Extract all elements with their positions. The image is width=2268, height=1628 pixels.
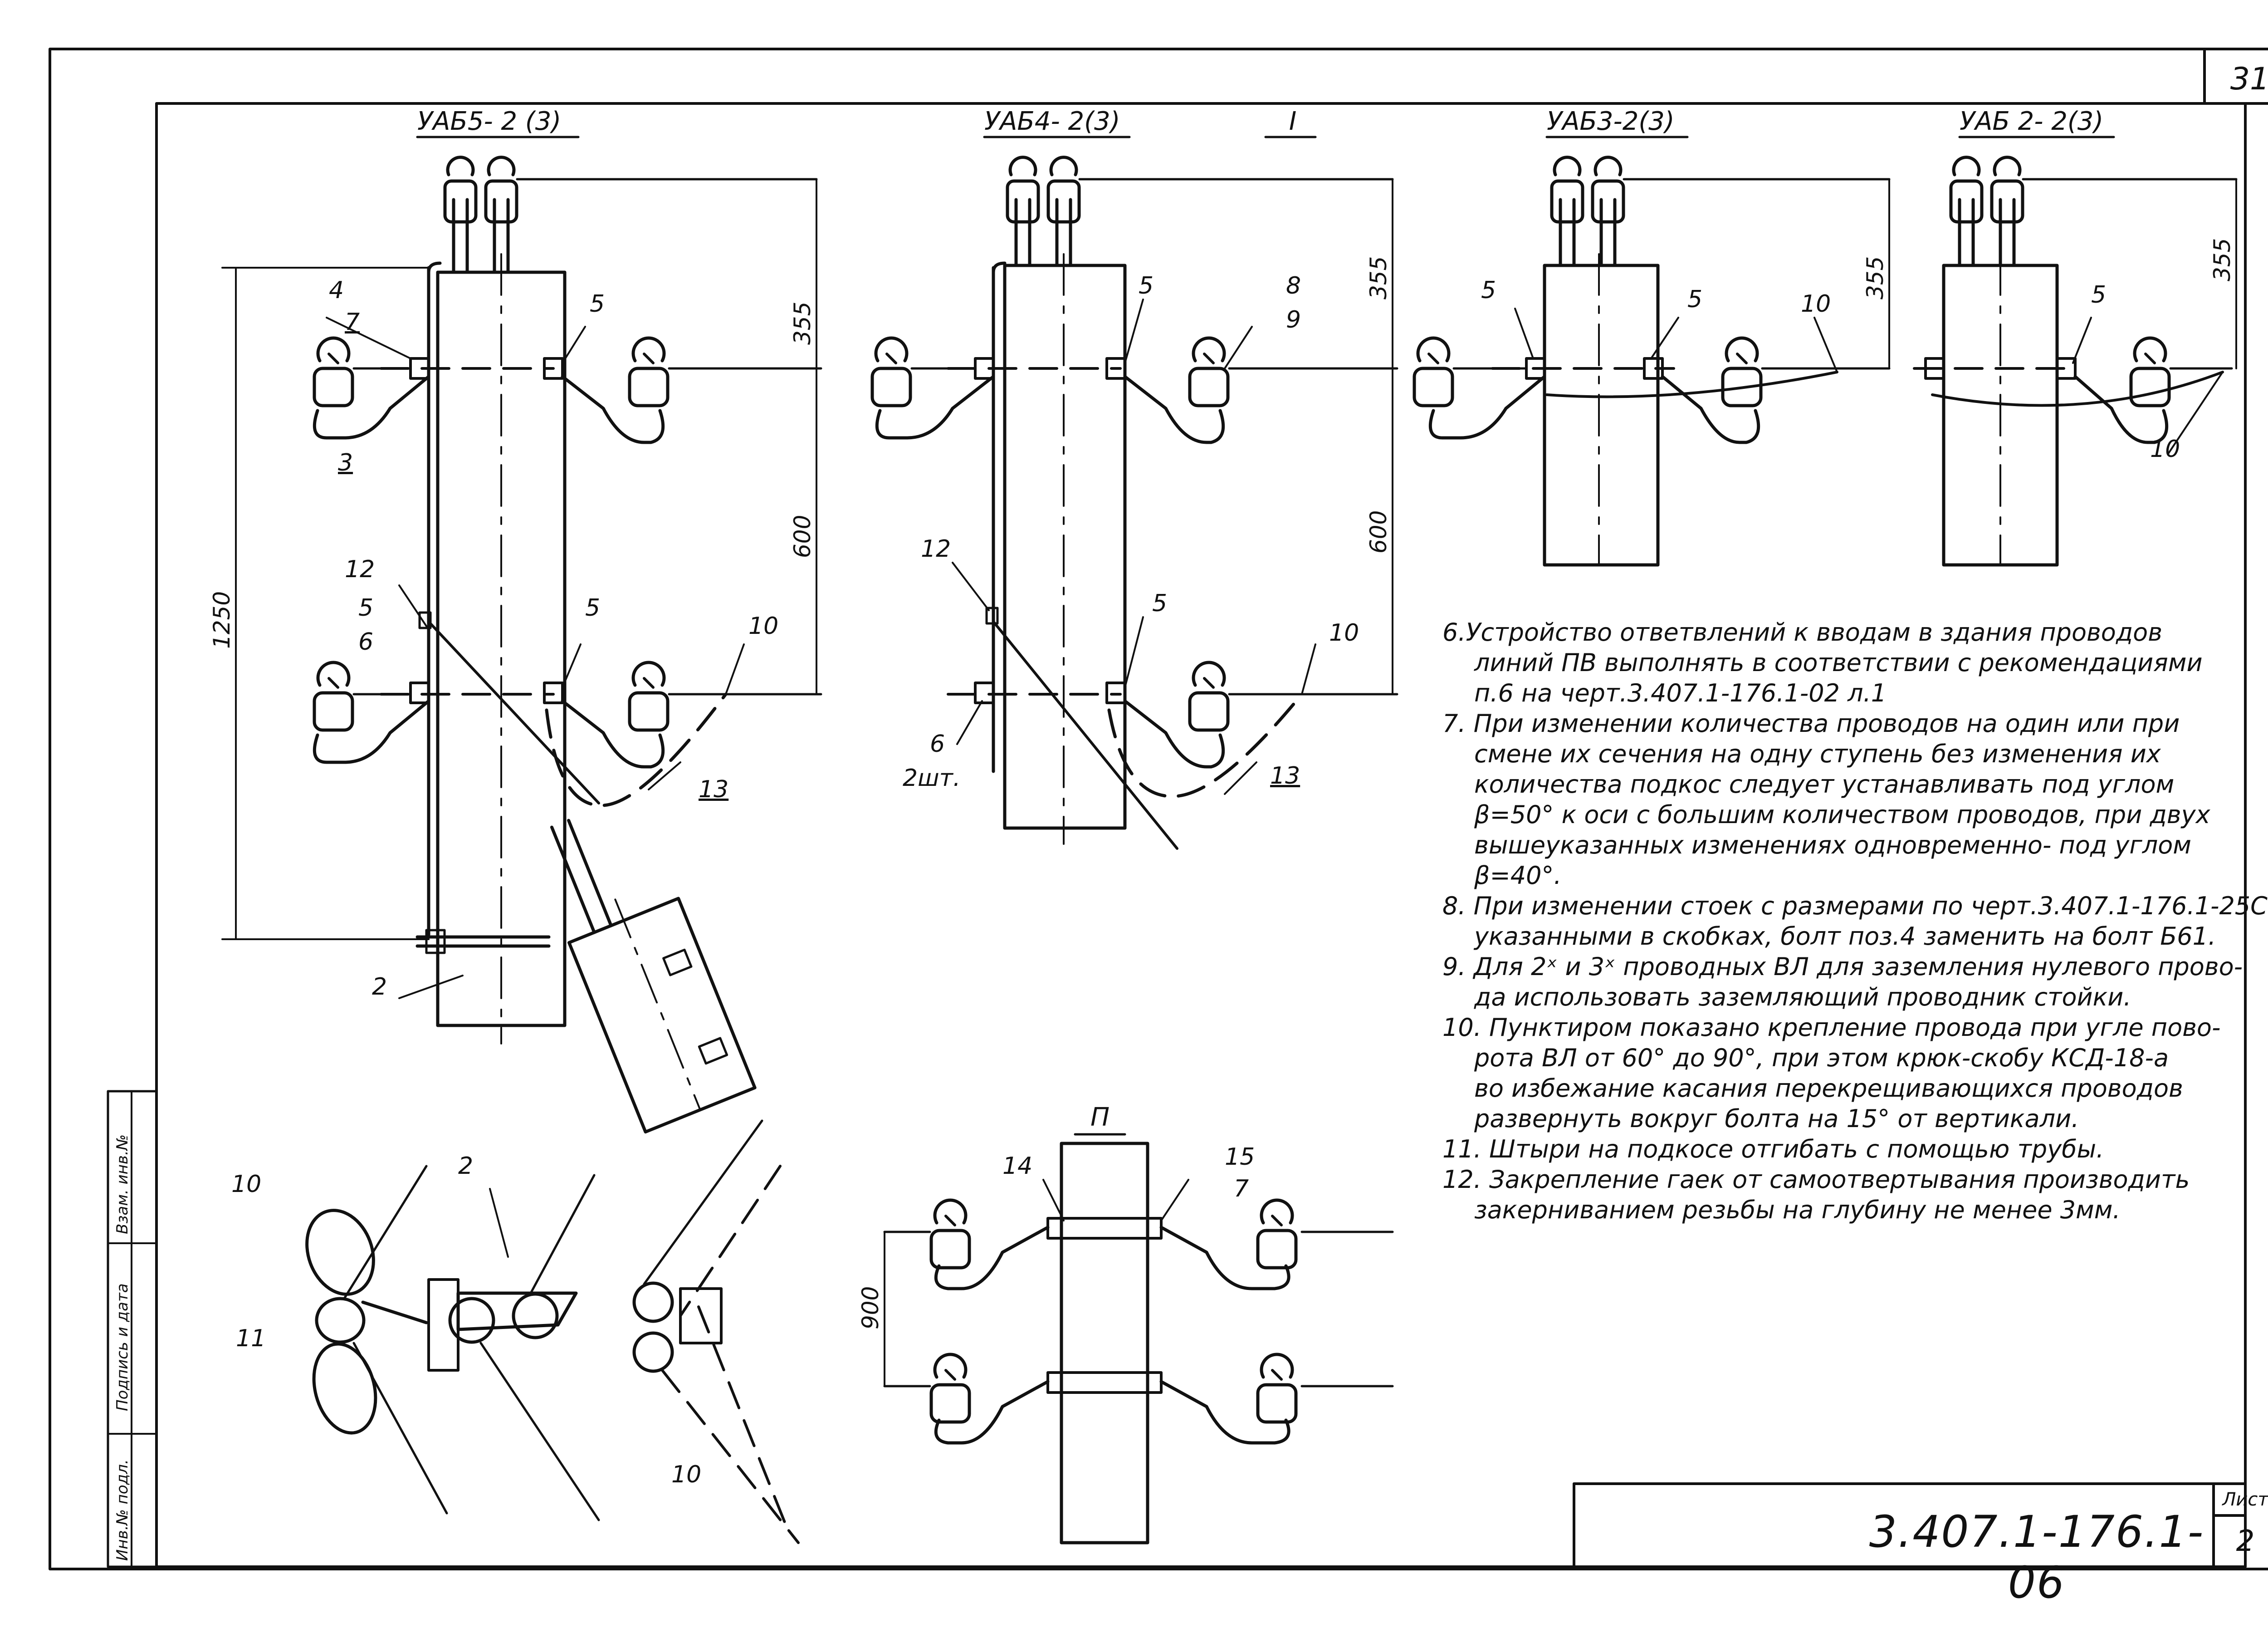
- callout-6-view2: 6: [930, 731, 945, 758]
- callout-10-plan-left: 10: [231, 1171, 262, 1198]
- callout-5-view4: 5: [2091, 281, 2107, 309]
- side-stamp-inv-no: Инв.№ подл.: [113, 1459, 132, 1561]
- callout-10-view4: 10: [2150, 436, 2180, 463]
- side-stamp-frame: [107, 1090, 158, 1568]
- callout-10-view3: 10: [1801, 290, 1831, 318]
- callout-5-left: 5: [358, 594, 374, 622]
- callout-5-view3-left: 5: [1481, 277, 1496, 304]
- note-line: 9. Для 2ˣ и 3ˣ проводных ВЛ для заземлен…: [1442, 952, 2243, 981]
- note-line: 10. Пунктиром показано крепление провода…: [1442, 1013, 2221, 1042]
- callout-5-view2-upper: 5: [1139, 272, 1154, 299]
- callout-6: 6: [358, 628, 374, 656]
- side-stamp-signature-date: Подпись и дата: [113, 1283, 132, 1411]
- dimension-1250: 1250: [209, 591, 235, 649]
- note-line: количества подкос следует устанавливать …: [1474, 770, 2175, 799]
- note-line: 7. При изменении количества проводов на …: [1442, 709, 2180, 738]
- dimension-600-view2: 600: [1365, 510, 1392, 554]
- title-underlines: [416, 136, 2115, 1136]
- section-label-ii: П: [1090, 1103, 1110, 1132]
- note-line: линий ПВ выполнять в соответствии с реко…: [1474, 648, 2203, 677]
- note-line: 11. Штыри на подкосе отгибать с помощью …: [1442, 1135, 2104, 1163]
- note-line: развернуть вокруг болта на 15° от вертик…: [1474, 1104, 2079, 1133]
- callout-8: 8: [1286, 272, 1301, 299]
- callout-7: 7: [345, 309, 360, 336]
- list-number: 2: [2236, 1525, 2255, 1558]
- note-line: во избежание касания перекрещивающихся п…: [1474, 1074, 2183, 1103]
- note-line: β=40°.: [1474, 861, 1562, 890]
- callout-13-view2: 13: [1270, 762, 1300, 789]
- sheet-number: 31: [2230, 61, 2268, 97]
- callout-5-lower: 5: [585, 594, 601, 622]
- callout-10-view2: 10: [1329, 619, 1359, 647]
- section-i: [305, 1119, 800, 1544]
- note-line: рота ВЛ от 60° до 90°, при этом крюк-ско…: [1474, 1044, 2169, 1072]
- note-line: 6.Устройство ответвлений к вводам в здан…: [1442, 618, 2163, 647]
- view-uab5: [314, 157, 822, 1134]
- view-title-uab2: УАБ 2- 2(3): [1960, 107, 2104, 136]
- callout-5-upper: 5: [590, 290, 605, 318]
- callout-13-view1: 13: [699, 776, 729, 803]
- note-line: 12. Закрепление гаек от самоотвертывания…: [1442, 1165, 2190, 1194]
- dimension-900: 900: [857, 1286, 884, 1329]
- note-line: да использовать заземляющий проводник ст…: [1474, 983, 2131, 1011]
- dimension-355-view3: 355: [1862, 256, 1888, 299]
- note-line: п.6 на черт.3.407.1-176.1-02 л.1: [1474, 679, 1887, 707]
- section-label-i: I: [1289, 107, 1297, 136]
- note-line: 8. При изменении стоек с размерами по че…: [1442, 892, 2268, 920]
- dimension-355-view2: 355: [1365, 256, 1392, 299]
- callout-3: 3: [338, 449, 353, 476]
- callout-4: 4: [329, 277, 344, 304]
- section-ii: [883, 1142, 1394, 1545]
- view-title-uab5: УАБ5- 2 (3): [417, 107, 562, 136]
- dimension-600-view1: 600: [789, 515, 816, 558]
- callout-14: 14: [1002, 1152, 1033, 1180]
- view-uab4: [872, 157, 1398, 850]
- leader-lines: [326, 299, 2224, 1258]
- callout-15: 15: [1225, 1143, 1255, 1171]
- callout-5-view2-lower: 5: [1152, 590, 1168, 617]
- note-line: закерниванием резьбы на глубину не менее…: [1474, 1196, 2121, 1224]
- callout-10-plan-bottom: 10: [671, 1461, 702, 1488]
- dimension-355-view4: 355: [2209, 238, 2235, 281]
- notes-block: 6.Устройство ответвлений к вводам в здан…: [1442, 617, 2268, 1225]
- document-code: 3.407.1-176.1-06: [1869, 1506, 2204, 1608]
- view-title-uab4: УАБ4- 2(3): [984, 107, 1120, 136]
- view-uab3: [1414, 157, 1891, 567]
- outer-frame: [49, 48, 2268, 1570]
- note-line: смене их сечения на одну ступень без изм…: [1474, 740, 2161, 768]
- callout-7-section2: 7: [1234, 1175, 1249, 1202]
- note-line: β=50° к оси с большим количеством провод…: [1474, 800, 2210, 829]
- callout-12: 12: [345, 556, 375, 583]
- dimension-lines: [221, 178, 2237, 1387]
- callout-11: 11: [236, 1325, 266, 1352]
- note-line: указанными в скобках, болт поз.4 заменит…: [1474, 922, 2216, 951]
- list-label: Лист: [2222, 1489, 2268, 1510]
- callout-6-quantity: 2шт.: [903, 765, 961, 792]
- view-title-uab3: УАБ3-2(3): [1547, 107, 1675, 136]
- side-stamp-replacement-inv: Взам. инв.№: [113, 1134, 132, 1234]
- callout-12-view2: 12: [921, 535, 951, 563]
- callout-5-view3-right: 5: [1687, 286, 1703, 313]
- title-block-frame: [1573, 1482, 2247, 1568]
- callout-10-view1: 10: [748, 613, 779, 640]
- callout-9: 9: [1286, 306, 1301, 333]
- note-line: вышеуказанных изменениях одновременно- п…: [1474, 831, 2192, 859]
- callout-2: 2: [372, 973, 387, 1000]
- dimension-355-view1: 355: [789, 301, 816, 345]
- view-uab2: [1913, 157, 2238, 567]
- callout-2-plan: 2: [458, 1152, 474, 1180]
